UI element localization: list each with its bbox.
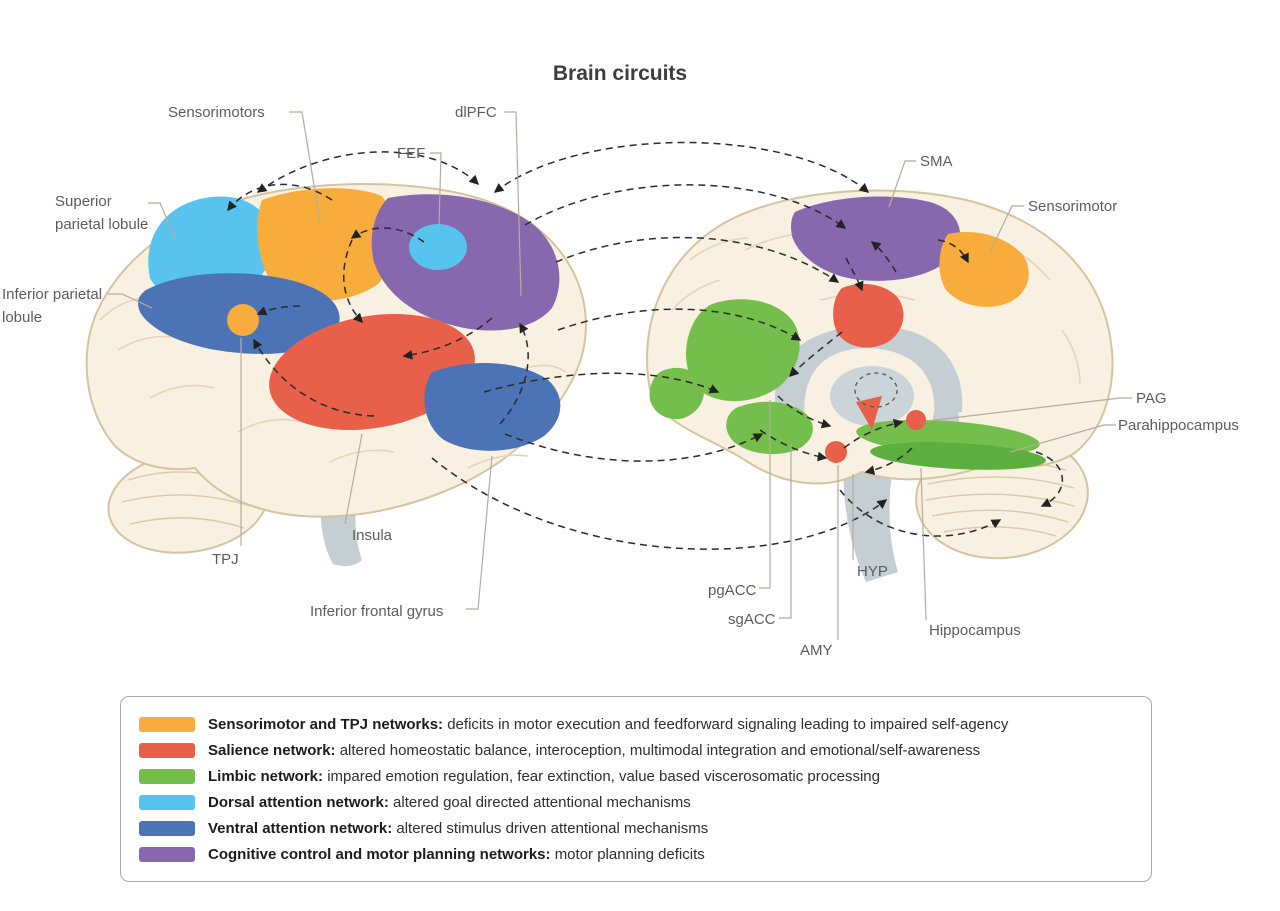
label-dlpfc: dlPFC xyxy=(455,104,497,121)
legend-swatch-salience xyxy=(139,742,195,758)
legend-desc: altered goal directed attentional mechan… xyxy=(393,793,691,811)
legend-swatch-limbic xyxy=(139,768,195,784)
region-medial-prefrontal xyxy=(686,299,800,402)
legend-desc: impared emotion regulation, fear extinct… xyxy=(327,767,880,785)
region-insula-salience xyxy=(269,313,475,431)
legend-item-sensorimotor: Sensorimotor and TPJ networks: deficits … xyxy=(139,711,1137,737)
legend-swatch-ventral xyxy=(139,820,195,836)
label-sensorimotors: Sensorimotors xyxy=(168,104,265,121)
legend-swatch-dorsal xyxy=(139,794,195,810)
figure-title: Brain circuits xyxy=(552,62,688,85)
label-superior-parietal-lobule: Superior parietal lobule xyxy=(55,193,149,234)
label-pag: PAG xyxy=(1136,390,1167,407)
legend-box: Sensorimotor and TPJ networks: deficits … xyxy=(120,696,1152,882)
legend-desc: altered homeostatic balance, interocepti… xyxy=(339,741,981,759)
right-brain xyxy=(646,189,1114,582)
thalamus-region xyxy=(830,366,914,426)
label-sgacc: sgACC xyxy=(728,611,776,628)
legend-item-cognitive-control: Cognitive control and motor planning net… xyxy=(139,841,1137,867)
legend-desc: motor planning deficits xyxy=(554,845,705,863)
label-fef: FEF xyxy=(397,145,426,162)
left-brain xyxy=(85,183,587,567)
label-hyp: HYP xyxy=(857,563,888,580)
region-midbrain xyxy=(856,396,882,430)
region-sensorimotor-left xyxy=(257,188,396,302)
label-inferior-frontal-gyrus: Inferior frontal gyrus xyxy=(310,603,444,620)
region-dacc xyxy=(833,283,904,348)
label-connector-lines xyxy=(108,111,1132,640)
label-hippocampus: Hippocampus xyxy=(929,622,1021,639)
corpus-callosum xyxy=(774,325,963,430)
legend-swatch-cognitive xyxy=(139,846,195,862)
region-dlpfc xyxy=(371,194,560,331)
label-sensorimotor-right: Sensorimotor xyxy=(1028,198,1118,215)
legend-item-salience: Salience network: altered homeostatic ba… xyxy=(139,737,1137,763)
legend-label: Limbic network: xyxy=(208,767,324,785)
legend-swatch-sensorimotor xyxy=(139,716,195,732)
region-amy-dot xyxy=(825,441,847,463)
region-pag-dot xyxy=(906,410,926,430)
label-inferior-parietal-lobule: Inferior parietal lobule xyxy=(2,286,103,327)
thalamus-dashed-outline xyxy=(854,372,898,408)
region-sma xyxy=(791,196,961,281)
legend-item-limbic: Limbic network: impared emotion regulati… xyxy=(139,763,1137,789)
region-parahippocampus xyxy=(870,442,1046,470)
legend-desc: deficits in motor execution and feedforw… xyxy=(447,715,1009,733)
connection-arrows xyxy=(227,141,1063,550)
region-sensorimotor-right xyxy=(939,232,1029,307)
legend-label: Salience network: xyxy=(208,741,336,759)
legend-label: Ventral attention network: xyxy=(208,819,393,837)
legend-desc: altered stimulus driven attentional mech… xyxy=(396,819,709,837)
right-brainstem xyxy=(843,448,898,582)
label-insula: Insula xyxy=(352,527,393,544)
region-orbitofrontal-limbic xyxy=(649,367,704,420)
label-amy: AMY xyxy=(800,642,833,659)
legend-item-dorsal-attention: Dorsal attention network: altered goal d… xyxy=(139,789,1137,815)
legend-label: Dorsal attention network: xyxy=(208,793,389,811)
region-fef xyxy=(409,224,467,270)
region-tpj xyxy=(227,304,259,336)
label-parahippocampus: Parahippocampus xyxy=(1118,417,1239,434)
legend-item-ventral-attention: Ventral attention network: altered stimu… xyxy=(139,815,1137,841)
label-pgacc: pgACC xyxy=(708,582,757,599)
region-inferior-frontal-gyrus xyxy=(424,362,561,451)
legend-label: Cognitive control and motor planning net… xyxy=(208,845,551,863)
legend-label: Sensorimotor and TPJ networks: xyxy=(208,715,444,733)
label-tpj: TPJ xyxy=(212,551,239,568)
label-sma: SMA xyxy=(920,153,953,170)
